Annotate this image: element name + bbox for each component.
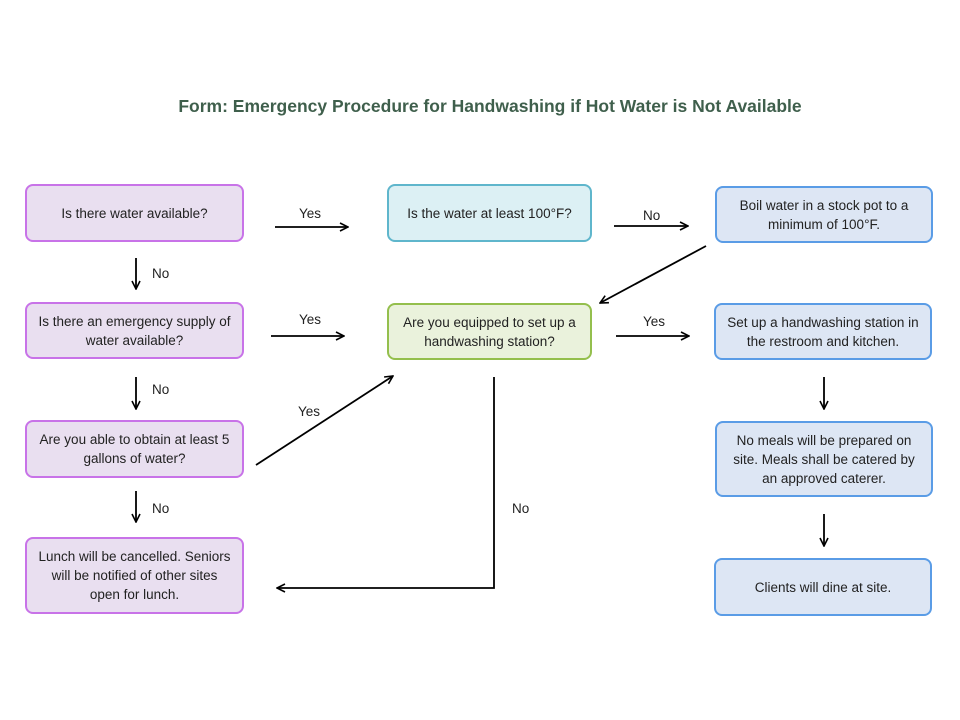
node-equipped-station: Are you equipped to set up a handwashing…	[387, 303, 592, 360]
node-setup-station: Set up a handwashing station in the rest…	[714, 303, 932, 360]
label-emergency-yes: Yes	[299, 312, 322, 327]
node-water-available: Is there water available?	[25, 184, 244, 242]
node-obtain-5-gallons: Are you able to obtain at least 5 gallon…	[25, 420, 244, 478]
label-hot-no: No	[643, 208, 661, 223]
label-water-yes: Yes	[299, 206, 322, 221]
arrow-equipped-no	[277, 377, 495, 588]
node-no-meals: No meals will be prepared on site. Meals…	[715, 421, 933, 497]
label-equipped-yes: Yes	[643, 314, 666, 329]
label-equipped-no: No	[512, 501, 530, 516]
node-emergency-supply: Is there an emergency supply of water av…	[25, 302, 244, 359]
node-clients-dine: Clients will dine at site.	[714, 558, 932, 616]
label-emergency-no: No	[152, 382, 170, 397]
node-water-100f: Is the water at least 100°F?	[387, 184, 592, 242]
label-water-no: No	[152, 266, 170, 281]
arrow-boil-to-equipped	[600, 245, 707, 303]
node-lunch-cancelled: Lunch will be cancelled. Seniors will be…	[25, 537, 244, 614]
arrow-obtain-yes	[255, 376, 393, 466]
label-obtain-yes: Yes	[298, 404, 321, 419]
label-obtain-no: No	[152, 501, 170, 516]
page-title: Form: Emergency Procedure for Handwashin…	[178, 96, 802, 116]
node-boil-water: Boil water in a stock pot to a minimum o…	[715, 186, 933, 243]
